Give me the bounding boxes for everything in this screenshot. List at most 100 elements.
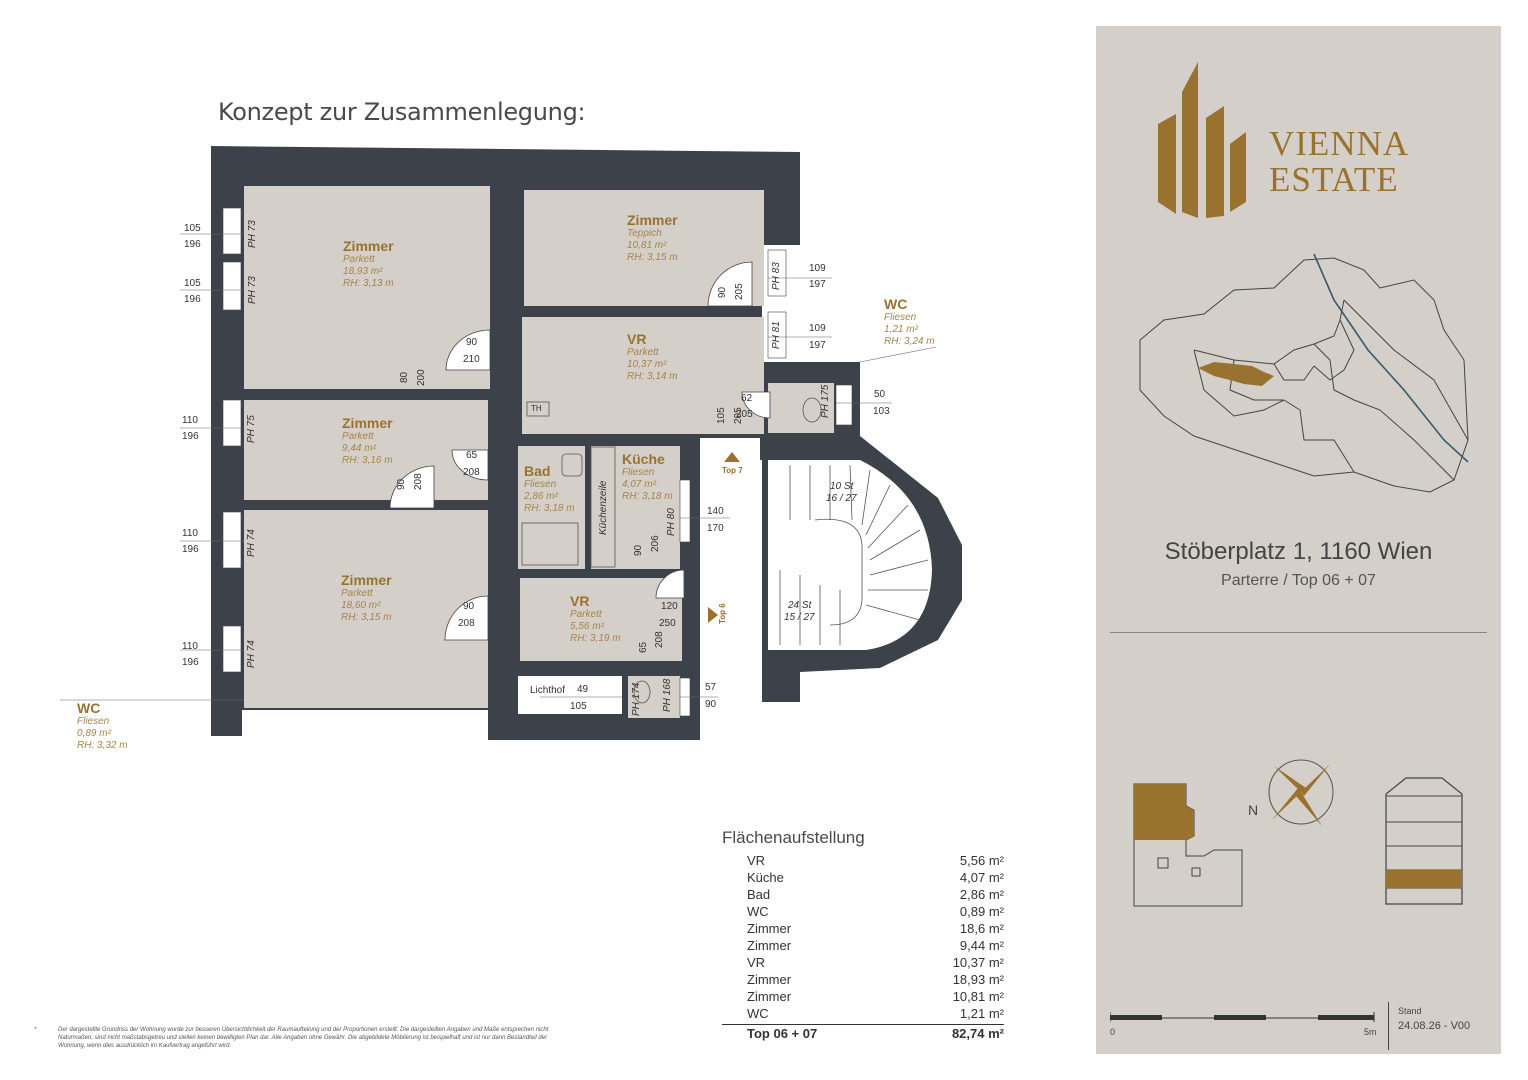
- door-dim-height: 208: [463, 467, 480, 478]
- vienna-estate-logo-icon: [1158, 62, 1246, 218]
- room-area: 18,93 m²: [343, 266, 383, 277]
- door-5: [389, 465, 435, 509]
- door-dim-height: 208: [458, 618, 475, 629]
- sink: [561, 453, 583, 477]
- top-markers: [708, 452, 740, 623]
- door-dim-height: 208: [413, 473, 424, 490]
- room-name: Zimmer: [342, 415, 393, 431]
- ph-label: PH 168: [662, 678, 673, 712]
- door-dim-width: 105: [716, 407, 727, 424]
- door-dim-width: 90: [463, 601, 475, 612]
- room-area: 9,44 m²: [342, 443, 376, 454]
- lichthof-label: Lichthof: [530, 685, 566, 696]
- door-dim-width: 90: [633, 544, 644, 556]
- door-dim-height: 205: [733, 407, 744, 424]
- brand-line2: ESTATE: [1269, 160, 1399, 199]
- window-dim-height: 103: [873, 406, 890, 417]
- site-plan-icon: [1133, 783, 1243, 907]
- room-fills: [244, 186, 834, 718]
- ph-label: PH 174: [631, 682, 642, 716]
- window-dim-width: 110: [182, 528, 198, 539]
- door-dim-height: 210: [463, 354, 480, 365]
- fixtures: [521, 397, 822, 704]
- room-floor: Parkett: [343, 254, 375, 265]
- window-dim-width: 49: [577, 684, 589, 695]
- room-zimmer3: Zimmer Parkett 9,44 m² RH: 3,16 m: [342, 415, 393, 467]
- room-floor: Fliesen: [524, 479, 557, 490]
- area-value: 9,44 m²: [959, 938, 1004, 953]
- room-wc2-fill: [628, 676, 680, 718]
- room-zimmer2: Zimmer Teppich 10,81 m² RH: 3,15 m: [627, 212, 678, 264]
- shower-tray: [521, 522, 579, 566]
- door-dim-height: 205: [736, 409, 753, 420]
- toilet-1: [802, 397, 822, 423]
- door-dim-height: 200: [416, 369, 427, 386]
- room-vr1: VR Parkett 10,37 m² RH: 3,14 m: [627, 331, 678, 383]
- door-1: [445, 329, 491, 371]
- ph-label: PH 74: [246, 640, 257, 668]
- area-room-name: WC: [747, 1006, 769, 1021]
- room-zimmer1: Zimmer Parkett 18,93 m² RH: 3,13 m: [343, 238, 394, 290]
- area-total-label: Top 06 + 07: [747, 1026, 818, 1041]
- building-section-icon: [1385, 777, 1463, 905]
- area-value: 18,6 m²: [959, 921, 1004, 936]
- white-spaces: [518, 438, 932, 740]
- window-dim-width: 140: [707, 506, 724, 517]
- door-10: [655, 569, 685, 599]
- room-name: Zimmer: [341, 572, 392, 588]
- door-dim-width: 65: [466, 450, 478, 461]
- area-value: 0,89 m²: [959, 904, 1004, 919]
- window-dim-height: 90: [705, 699, 717, 710]
- window-dim-height: 196: [182, 544, 199, 555]
- lichthof-area: [518, 676, 622, 714]
- window-dim-width: 50: [874, 389, 886, 400]
- window-dim-width: 109: [809, 263, 826, 274]
- top6-marker: [708, 607, 718, 623]
- door-dim-width: 90: [717, 286, 728, 298]
- area-value: 4,07 m²: [959, 870, 1004, 885]
- window-dim-height: 197: [809, 340, 826, 351]
- door-dim-width: 120: [661, 601, 678, 612]
- compass-north-label: N: [1248, 802, 1259, 818]
- room-floor: Parkett: [627, 347, 659, 358]
- room-vr2-fill: [520, 578, 682, 661]
- room-wc2: WC Fliesen 0,89 m² RH: 3,32 m: [77, 700, 128, 752]
- room-name: WC: [77, 700, 101, 716]
- door-dim-width: 80: [399, 371, 410, 383]
- stand-label: Stand: [1398, 1006, 1422, 1016]
- stand-value: 24.08.26 - V00: [1398, 1020, 1471, 1032]
- ph-label: PH 73: [247, 276, 258, 304]
- plan-title: Konzept zur Zusammenlegung:: [218, 98, 586, 126]
- toilet-2: [633, 680, 651, 704]
- brand-name: VIENNA ESTATE: [1269, 126, 1409, 198]
- info-panel: VIENNA ESTATE Stöberplatz 1, 1160 Wien P…: [1096, 26, 1501, 1054]
- window-dim-height: 196: [182, 657, 199, 668]
- panel-divider: [1110, 632, 1487, 633]
- leader-lines: [60, 233, 937, 701]
- window-dim-width: 105: [184, 223, 201, 234]
- kitchen-counter: [590, 446, 616, 568]
- room-zimmer4-fill: [244, 510, 488, 708]
- area-value: 18,93 m²: [952, 972, 1004, 987]
- room-area: 2,86 m²: [524, 491, 558, 502]
- address: Stöberplatz 1, 1160 Wien: [1164, 538, 1433, 565]
- room-area: 10,37 m²: [627, 359, 667, 370]
- stairs-count-label: 10 St: [830, 481, 854, 492]
- th-label: TH: [531, 404, 542, 413]
- door-swings: [389, 261, 771, 641]
- window-dim-width: 110: [182, 415, 198, 426]
- area-room-name: Zimmer: [747, 989, 792, 1004]
- room-kueche: Küche Fliesen 4,07 m² RH: 3,18 m: [622, 451, 673, 503]
- scale-end: 5m: [1364, 1027, 1377, 1037]
- window-dim-width: 57: [705, 682, 717, 693]
- room-height: RH: 3,15 m: [341, 612, 392, 623]
- room-floor: Parkett: [570, 609, 602, 620]
- room-height: RH: 3,24 m: [884, 336, 935, 347]
- door-8: [741, 391, 771, 419]
- room-height: RH: 3,18 m: [622, 491, 673, 502]
